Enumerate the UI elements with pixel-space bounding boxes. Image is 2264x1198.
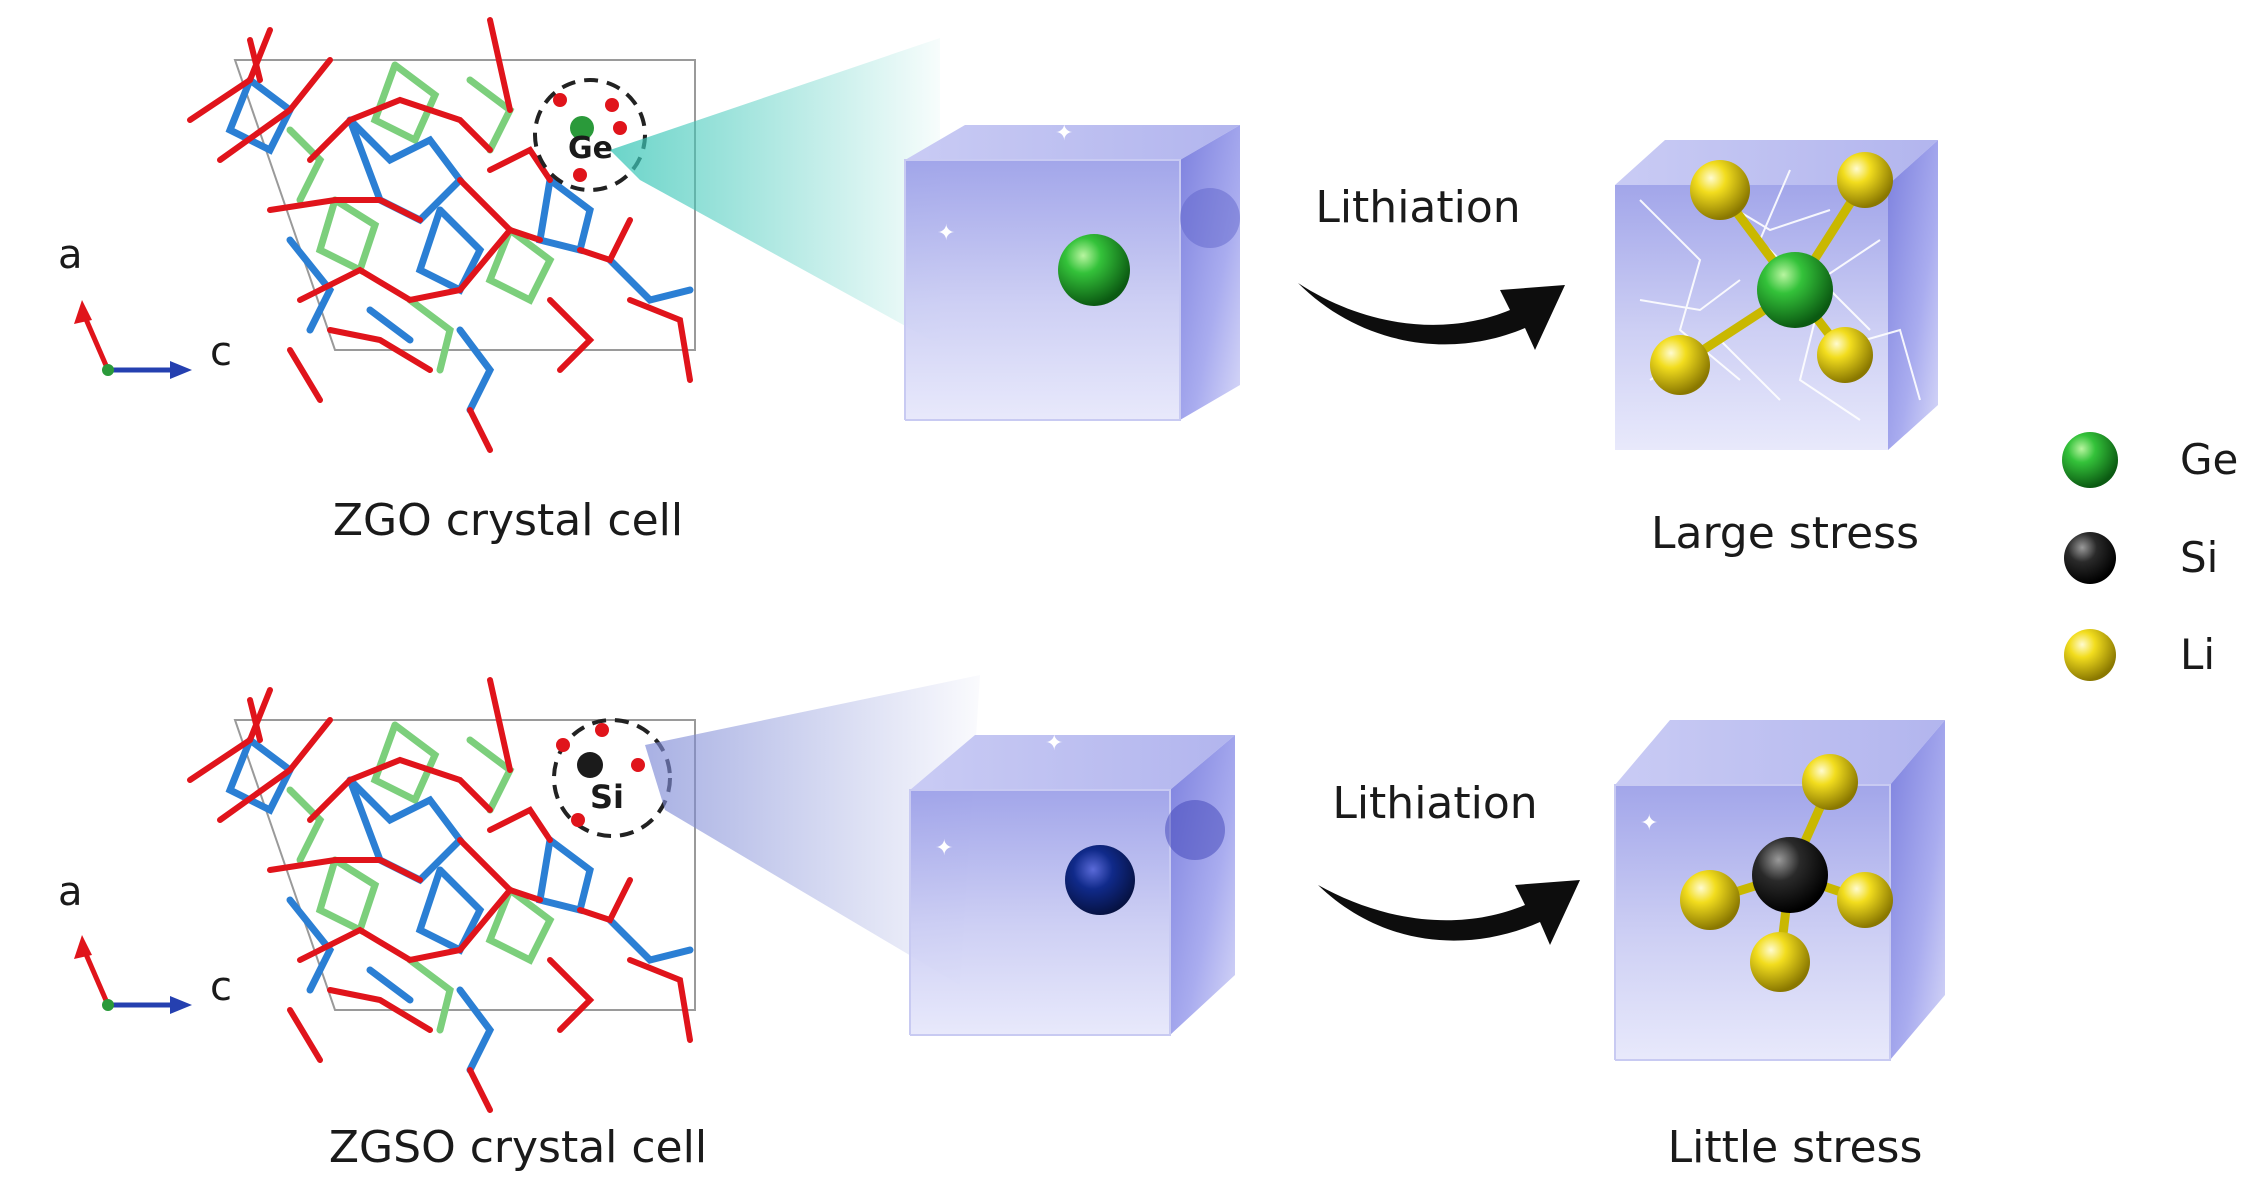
zoom-beam: [645, 675, 980, 985]
legend: Ge Si Li: [2062, 432, 2238, 681]
si-atom-sphere: [1065, 845, 1135, 915]
svg-text:✦: ✦: [1045, 731, 1063, 756]
little-stress-label: Little stress: [1668, 1122, 1923, 1173]
cube-before-lithiation: ✦ ✦: [909, 731, 1235, 1036]
axis-indicator: a c: [58, 232, 232, 379]
legend-item-si: Si: [2064, 532, 2218, 584]
lithiation-label-top: Lithiation: [1315, 182, 1520, 233]
zgo-crystal-structure: [190, 20, 695, 450]
svg-text:✦: ✦: [935, 836, 953, 861]
svg-text:✦: ✦: [1055, 121, 1073, 146]
li-atom: [1750, 932, 1810, 992]
li-atom: [1837, 872, 1893, 928]
site-label-ge: Ge: [568, 131, 613, 166]
li-atom: [1802, 754, 1858, 810]
axis-a-label: a: [58, 232, 83, 278]
axis-c-label: c: [210, 329, 232, 375]
legend-item-li: Li: [2064, 629, 2215, 681]
li-legend-swatch: [2064, 629, 2116, 681]
top-row: Ge a c ZGO crystal cell ✦ ✦ Lithiation: [58, 20, 1938, 559]
large-stress-label: Large stress: [1651, 508, 1919, 559]
bottom-row: Si a c ZGSO crystal cell ✦ ✦ Lithiation: [58, 675, 1945, 1173]
li-atom: [1837, 152, 1893, 208]
axis-indicator: a c: [58, 869, 232, 1014]
zgso-cell-label: ZGSO crystal cell: [329, 1122, 707, 1173]
legend-label: Si: [2180, 533, 2218, 582]
zgso-crystal-structure: [190, 680, 695, 1110]
dashed-circle: [533, 78, 647, 192]
si-site-highlight: Si: [552, 718, 672, 838]
svg-text:✦: ✦: [1640, 811, 1658, 836]
ge-legend-swatch: [2062, 432, 2118, 488]
li-atom: [1650, 335, 1710, 395]
cube-large-stress: [1615, 140, 1938, 450]
lithiation-arrow-bottom: [1318, 880, 1580, 945]
legend-label: Ge: [2180, 435, 2238, 484]
ge-atom: [570, 116, 594, 140]
si-atom: [577, 752, 603, 778]
cube-before-lithiation: ✦ ✦: [904, 121, 1240, 421]
axis-c-label: c: [210, 964, 232, 1010]
ge-atom-sphere: [1058, 234, 1130, 306]
si-atom-sphere: [1752, 837, 1828, 913]
legend-item-ge: Ge: [2062, 432, 2238, 488]
zoom-beam: [610, 38, 940, 345]
lithiation-arrow-top: [1298, 283, 1565, 350]
zgo-cell-label: ZGO crystal cell: [333, 495, 683, 546]
svg-text:✦: ✦: [937, 221, 955, 246]
ge-site-highlight: Ge: [533, 78, 647, 192]
site-label-si: Si: [590, 778, 624, 816]
lithiation-label-bottom: Lithiation: [1332, 778, 1537, 829]
legend-label: Li: [2180, 630, 2215, 679]
si-legend-swatch: [2064, 532, 2116, 584]
ge-atom-sphere: [1757, 252, 1833, 328]
li-atom: [1690, 160, 1750, 220]
cube-little-stress: ✦: [1614, 720, 1945, 1061]
li-atom: [1680, 870, 1740, 930]
li-atom: [1817, 327, 1873, 383]
axis-a-label: a: [58, 869, 83, 915]
